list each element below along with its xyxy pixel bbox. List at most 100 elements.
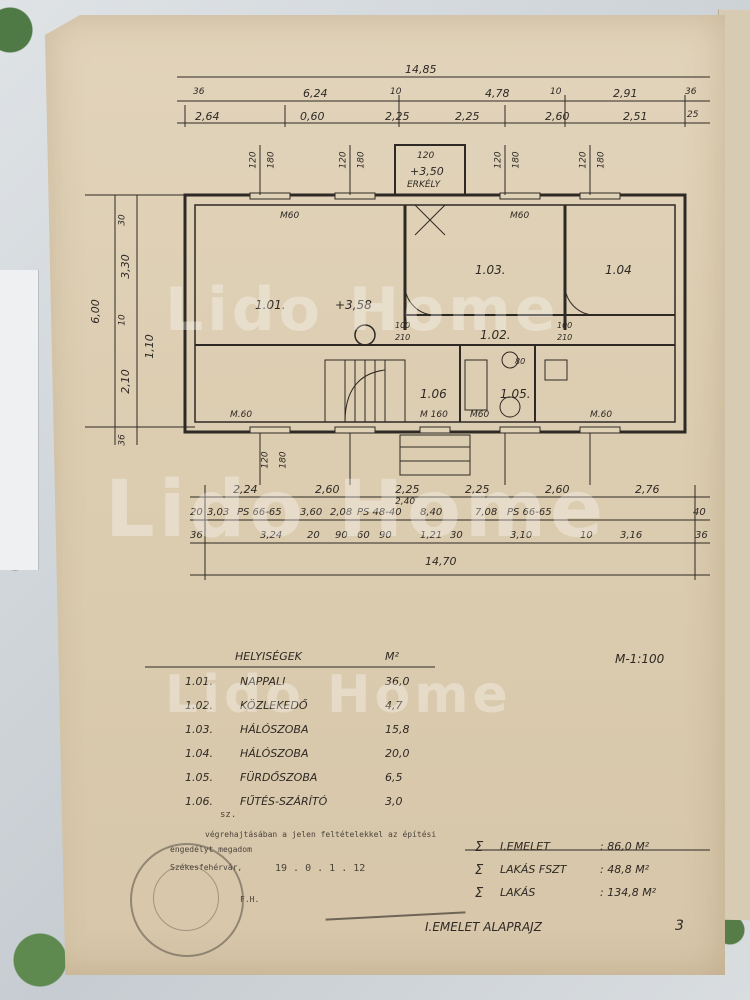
table-row-area: 6,5: [385, 771, 403, 784]
dim-bot3-11: 3,16: [620, 530, 643, 541]
table-row-no: 1.06.: [185, 795, 213, 808]
dim-top2-4: 2,25: [455, 110, 480, 123]
page-number: 3: [675, 918, 684, 934]
dim-bot3-6: 90: [379, 530, 392, 541]
table-row-no: 1.03.: [185, 723, 213, 736]
watermark-2: Lido Home: [105, 465, 608, 555]
table-row-name: NAPPALI: [240, 675, 286, 688]
balcony-label: ERKÉLY: [407, 180, 441, 190]
summary-label: I.EMELET: [500, 840, 550, 853]
footer-title: I.EMELET ALAPRAJZ: [425, 920, 542, 934]
summary-label: LAKÁS: [500, 886, 536, 899]
watermark-1: Lido Home: [165, 275, 560, 345]
dim-bot3-8: 30: [450, 530, 463, 541]
dim-bot2-5: 2,08: [330, 507, 353, 518]
floor-plan-sheet: 14,85 36 6,24 10 4,78 10 2,91 36 2,64 0,…: [45, 15, 725, 975]
room-1-03: 1.03.: [475, 263, 506, 277]
dim-left-6: 1,10: [142, 334, 156, 359]
summary-sym: Σ: [475, 863, 484, 878]
dim-left-2: 3,30: [118, 254, 132, 279]
door-width-1: 100: [395, 321, 411, 330]
door-width-2: 100: [557, 321, 573, 330]
dim-bot1-3: 2,25: [395, 483, 420, 496]
dim-top-4: 4,78: [485, 87, 510, 100]
stamp-date: 19 . 0 . 1 . 12: [275, 863, 366, 874]
dim-left-3: 6,00: [88, 299, 102, 324]
dim-left-5: 2,10: [118, 369, 132, 394]
room-1-04: 1.04: [605, 263, 632, 277]
dim-top-2: 6,24: [303, 87, 328, 100]
table-row-no: 1.02.: [185, 699, 213, 712]
dim-bot3-1: 36: [190, 530, 203, 541]
win-h-7: 120: [578, 151, 589, 169]
dim-left-7: 36: [117, 434, 128, 446]
dim-bot1-2: 2,60: [315, 483, 340, 496]
win-h-3: 120: [338, 151, 349, 169]
summary-value: : 86,0 M²: [600, 840, 650, 853]
table-row-no: 1.01.: [185, 675, 213, 688]
dim-bot2-4: 3,60: [300, 507, 323, 518]
dim-top2-3: 2,25: [385, 110, 410, 123]
room-1-06: 1.06: [420, 387, 447, 401]
table-row-name: HÁLÓSZOBA: [240, 723, 309, 736]
dim-bot-mid: 2,40: [395, 497, 416, 507]
dim-bot2-8: 7,08: [475, 507, 498, 518]
stamp-line-1: végrehajtásában a jelen feltételekkel az…: [205, 830, 437, 839]
official-stamp: [130, 843, 244, 957]
stamp-line-3: Székesfehérvár,: [170, 863, 243, 872]
label-m160: M 160: [420, 410, 448, 420]
dim-top-5: 10: [550, 87, 562, 97]
dim-bot3-5: 60: [357, 530, 370, 541]
summary-sym: Σ: [475, 886, 484, 901]
stamp-line-4: F.H.: [240, 895, 260, 904]
label-m60-2: M60: [510, 211, 530, 221]
scale-label: M-1:100: [615, 652, 665, 666]
dim-bot1-1: 2,24: [233, 483, 258, 496]
dim-bot3-7: 1,21: [420, 530, 443, 541]
table-row-area: 15,8: [385, 723, 410, 736]
table-row-area: 20,0: [385, 747, 410, 760]
dim-bot2-6: PS 48-40: [357, 507, 402, 518]
door-height-1: 210: [395, 333, 411, 342]
paper-strip: [0, 270, 39, 570]
dim-bot2-3: PS 66-65: [237, 507, 282, 518]
dim-left-1: 30: [117, 214, 128, 226]
dim-bot2-2: 3,03: [207, 507, 230, 518]
table-row-name: HÁLÓSZOBA: [240, 747, 309, 760]
balcony-level: +3,50: [410, 165, 444, 178]
dim-top2-1: 2,64: [195, 110, 220, 123]
room-level: +3,58: [335, 298, 372, 312]
dim-top2-7: 25: [687, 110, 699, 120]
summary-sym: Σ: [475, 840, 484, 855]
win-h-8: 180: [596, 151, 607, 169]
label-m60-3: M.60: [230, 410, 253, 420]
dim-bot3-3: 20: [307, 530, 320, 541]
watermark-3: Lido Home: [165, 665, 512, 725]
table-row-area: 3,0: [385, 795, 403, 808]
table-row-area: 36,0: [385, 675, 410, 688]
win-h-6: 180: [511, 151, 522, 169]
win-h-4: 180: [356, 151, 367, 169]
room-1-01: 1.01.: [255, 298, 286, 312]
room-1-02: 1.02.: [480, 328, 511, 342]
label-m60-4: M60: [470, 410, 490, 420]
official-stamp-inner: [153, 865, 219, 931]
dim-top-6: 2,91: [613, 87, 638, 100]
table-row-no: 1.05.: [185, 771, 213, 784]
dim-bot3-2: 3,24: [260, 530, 283, 541]
dim-top-7: 36: [685, 87, 697, 97]
door-height-2: 210: [557, 333, 573, 342]
summary-value: : 48,8 M²: [600, 863, 650, 876]
dim-top2-6: 2,51: [623, 110, 648, 123]
dim-bot2-10: 40: [693, 507, 706, 518]
win-h-5: 120: [493, 151, 504, 169]
table-header-unit: M²: [385, 650, 399, 663]
dim-top-1: 36: [193, 87, 205, 97]
floor-plan-drawing: [85, 76, 710, 851]
dim-bot3-12: 36: [695, 530, 708, 541]
dim-bot1-4: 2,25: [465, 483, 490, 496]
dim-top-3: 10: [390, 87, 402, 97]
total-width-bottom: 14,70: [425, 555, 457, 568]
win-h-1: 120: [248, 151, 259, 169]
win-h-2: 180: [266, 151, 277, 169]
